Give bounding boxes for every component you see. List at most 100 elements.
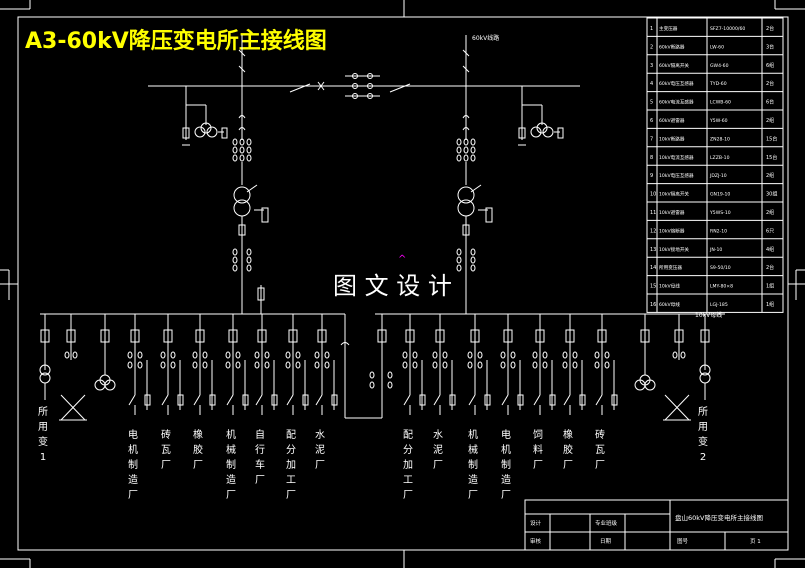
ct-coil xyxy=(467,361,473,369)
ct-coil xyxy=(246,146,252,154)
feeder-disconnector xyxy=(468,394,476,406)
ct-coil xyxy=(470,138,476,146)
pt-winding xyxy=(104,379,116,391)
ct-coil xyxy=(232,138,238,146)
vertical-label-char: 械 xyxy=(226,443,236,456)
vertical-label-char: 所 xyxy=(698,406,708,418)
vertical-label-char: 厂 xyxy=(161,460,171,471)
feeder-label: 水泥厂 xyxy=(433,429,443,471)
vertical-label-char: 厂 xyxy=(403,490,413,501)
feeder-arrester xyxy=(517,394,524,406)
ct-coil xyxy=(456,146,462,154)
ct-coil xyxy=(562,351,568,359)
tb-school: 专业班级 xyxy=(595,519,618,527)
feeder-arrester xyxy=(331,394,338,406)
ct-coil xyxy=(456,248,462,256)
ct-coil xyxy=(456,264,462,272)
vertical-label-char: 泥 xyxy=(315,443,325,456)
ct-coil xyxy=(246,248,252,256)
bus-section xyxy=(340,314,393,419)
table-cell-name: 主变压器 xyxy=(659,25,678,32)
vertical-label-char: 厂 xyxy=(128,490,138,501)
feeder-label: 砖瓦厂 xyxy=(595,428,605,471)
tb-checker: 审核 xyxy=(530,537,542,545)
vertical-label-char: 自 xyxy=(255,428,265,441)
vertical-label-char: 瓦 xyxy=(161,445,171,456)
ct-coil xyxy=(295,351,301,359)
feeder-label: 水泥厂 xyxy=(315,429,325,471)
vertical-label-char: 胶 xyxy=(563,443,573,456)
disconnector-blade xyxy=(238,65,246,73)
vertical-label-char: 电 xyxy=(501,428,511,441)
pt-breaker xyxy=(674,329,684,343)
feeder-arrester xyxy=(271,394,278,406)
pt-winding xyxy=(206,126,218,138)
vertical-label-char: 变 xyxy=(38,435,48,448)
vertical-label-char: 行 xyxy=(255,443,265,456)
table-cell-qty: 6只 xyxy=(766,228,774,234)
vertical-label-char: 砖 xyxy=(595,428,605,441)
vertical-label-char: 造 xyxy=(226,473,236,486)
drawing-title: A3-60kV降压变电所主接线图 xyxy=(25,28,327,54)
vertical-label-char: 械 xyxy=(468,443,478,456)
disconnector-blade xyxy=(462,49,470,57)
ct-coil xyxy=(285,351,291,359)
feeder-disconnector xyxy=(226,394,234,406)
feeder-disconnector xyxy=(533,394,541,406)
ct-coil xyxy=(246,264,252,272)
table-cell-qty: 2台 xyxy=(766,25,774,32)
pt-winding xyxy=(530,126,542,138)
feeder-breaker xyxy=(535,329,545,343)
table-cell-no: 2 xyxy=(650,44,653,50)
vertical-label-char: 1 xyxy=(40,452,46,463)
table-cell-no: 5 xyxy=(650,100,653,106)
vertical-label-char: 厂 xyxy=(563,460,573,471)
table-cell-name: 60kV隔离开关 xyxy=(659,62,689,69)
feeder-label: 饲料厂 xyxy=(533,428,543,471)
table-cell-model: Y5W-60 xyxy=(709,118,728,124)
table-cell-qty: 2组 xyxy=(766,117,774,124)
feeder-arrester xyxy=(419,394,426,406)
table-cell-qty: 2台 xyxy=(766,80,774,87)
tap-arrow xyxy=(246,184,258,193)
feeder-breaker xyxy=(257,329,267,343)
ct-coil xyxy=(127,351,133,359)
breaker-cross xyxy=(317,81,325,91)
feeder-bay: 水泥厂 xyxy=(432,314,456,471)
vertical-label-char: 用 xyxy=(38,422,48,433)
feeder-disconnector xyxy=(255,394,263,406)
table-cell-no: 13 xyxy=(650,247,656,253)
ct-coil xyxy=(572,361,578,369)
table-cell-qty: 2组 xyxy=(766,209,774,216)
ct-coil xyxy=(202,351,208,359)
feeder-disconnector xyxy=(161,394,169,406)
ct-coil xyxy=(254,351,260,359)
ct-coil xyxy=(64,351,70,359)
vertical-label-char: 厂 xyxy=(501,490,511,501)
table-cell-no: 14 xyxy=(650,265,656,271)
table-cell-name: 10kV断路器 xyxy=(659,135,685,142)
table-cell-model: S9-50/10 xyxy=(710,265,731,271)
ct-coil xyxy=(477,351,483,359)
tb-drawing-title: 盘山60kV降压变电所主接线图 xyxy=(675,513,763,522)
table-cell-model: LCWB-60 xyxy=(710,100,731,106)
table-cell-name: 所用变压器 xyxy=(659,264,682,271)
hv-pt-bay xyxy=(518,86,564,146)
tap-arrow xyxy=(470,184,482,193)
transformer-winding-lv xyxy=(457,199,475,217)
ct-coil xyxy=(432,351,438,359)
feeder-label: 砖瓦厂 xyxy=(161,428,171,471)
table-cell-name: 10kV母线 xyxy=(659,283,680,290)
feeder-disconnector xyxy=(501,394,509,406)
